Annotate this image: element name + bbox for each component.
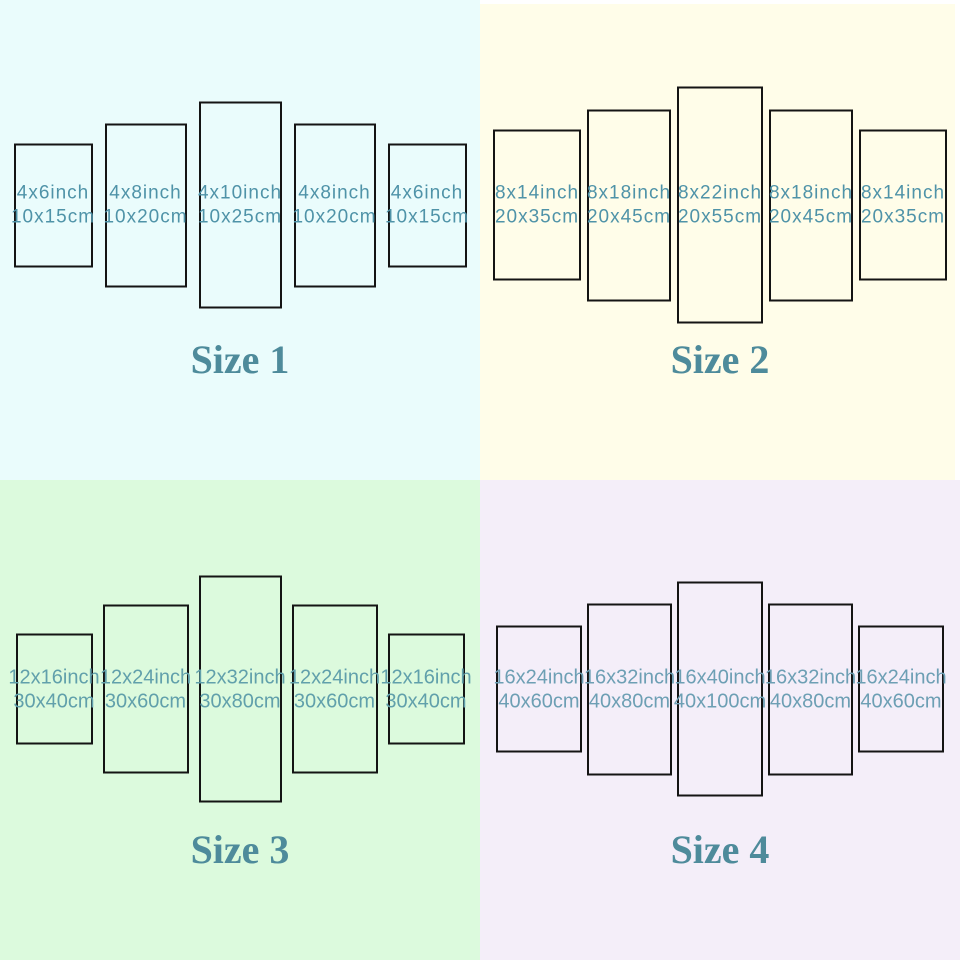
panel-dimension-cm: 10x20cm [103,206,188,227]
panel-dimension-inch: 4x6inch [16,182,90,203]
panel-dimension-cm: 10x25cm [197,206,283,227]
canvas-panel: 12x24inch 30x60cm [99,604,192,774]
panel-dimension-cm: 30x60cm [104,690,187,712]
panel-dimension-cm: 20x35cm [494,206,580,227]
panel-dimension-inch: 4x6inch [390,182,464,203]
size-label: Size 1 [190,337,290,382]
panel-dimension-inch: 16x40inch [674,666,766,688]
canvas-panel: 12x16inch 30x40cm [8,633,100,745]
canvas-panel: 8x18inch 20x45cm [587,109,671,301]
canvas-panel: 8x22inch 20x55cm [677,86,763,324]
panel-dimension-cm: 40x60cm [860,690,942,712]
panel-dimension-inch: 16x24inch [493,666,585,688]
panel-dimension-inch: 4x10inch [197,182,283,203]
panel-dimension-inch: 12x24inch [288,666,381,688]
panel-dimension-cm: 10x15cm [10,206,96,227]
panel-dimension-inch: 12x24inch [99,666,192,688]
canvas-panel: 16x32inch 40x80cm [583,603,676,775]
panel-dimension-inch: 8x18inch [586,182,672,203]
panel-dimension-inch: 8x18inch [768,182,854,203]
panel-row: 4x6inch 10x15cm 4x8inch 10x20cm 4x10inch… [0,101,480,309]
canvas-panel: 4x6inch 10x15cm [384,143,470,267]
panel-dimension-inch: 16x32inch [583,666,676,688]
canvas-panel: 4x8inch 10x20cm [292,123,377,287]
panel-dimension-cm: 20x45cm [586,206,672,227]
panel-dimension-inch: 4x8inch [109,182,182,203]
panel-dimension-cm: 40x80cm [769,690,852,712]
panel-row: 8x14inch 20x35cm 8x18inch 20x45cm 8x22in… [480,86,960,324]
size-chart-quadrant-1: 4x6inch 10x15cm 4x8inch 10x20cm 4x10inch… [0,0,480,480]
panel-dimension-inch: 12x16inch [8,666,100,688]
size-chart-quadrant-3: 12x16inch 30x40cm 12x24inch 30x60cm 12x3… [0,480,480,960]
panel-dimension-inch: 8x22inch [677,182,763,203]
canvas-panel: 8x14inch 20x35cm [859,129,947,281]
canvas-panel: 12x24inch 30x60cm [288,604,381,774]
panel-dimension-inch: 12x16inch [380,666,472,688]
panel-dimension-inch: 12x32inch [194,666,286,688]
canvas-panel: 16x40inch 40x100cm [673,581,767,797]
canvas-panel: 4x8inch 10x20cm [103,123,188,287]
panel-dimension-inch: 8x14inch [494,182,580,203]
panel-dimension-cm: 20x55cm [677,206,763,227]
canvas-panel: 8x14inch 20x35cm [493,129,581,281]
size-chart-quadrant-2: 8x14inch 20x35cm 8x18inch 20x45cm 8x22in… [480,0,960,480]
size-label: Size 3 [190,827,290,872]
canvas-panel: 16x24inch 40x60cm [855,625,947,753]
panel-dimension-inch: 16x24inch [855,666,947,688]
panel-dimension-cm: 10x15cm [384,206,470,227]
panel-dimension-cm: 20x35cm [860,206,946,227]
panel-dimension-cm: 40x60cm [498,690,580,712]
panel-dimension-inch: 4x8inch [298,182,371,203]
panel-dimension-cm: 30x40cm [13,690,95,712]
panel-dimension-cm: 30x40cm [385,690,467,712]
canvas-panel: 12x16inch 30x40cm [380,633,472,745]
panel-dimension-cm: 20x45cm [768,206,854,227]
panel-dimension-cm: 30x60cm [293,690,376,712]
size-label: Size 2 [670,337,770,382]
panel-dimension-inch: 8x14inch [860,182,946,203]
canvas-panel: 12x32inch 30x80cm [194,575,286,803]
panel-dimension-cm: 40x100cm [673,690,767,712]
canvas-panel: 16x32inch 40x80cm [764,603,857,775]
canvas-panel: 16x24inch 40x60cm [493,625,585,753]
size-label: Size 4 [670,827,770,872]
panel-row: 16x24inch 40x60cm 16x32inch 40x80cm 16x4… [480,581,960,797]
panel-dimension-cm: 40x80cm [588,690,671,712]
canvas-panel: 4x6inch 10x15cm [10,143,96,267]
canvas-panel: 8x18inch 20x45cm [769,109,853,301]
canvas-panel: 4x10inch 10x25cm [197,101,283,309]
size-chart-quadrant-4: 16x24inch 40x60cm 16x32inch 40x80cm 16x4… [480,480,960,960]
panel-dimension-cm: 30x80cm [199,690,281,712]
panel-dimension-inch: 16x32inch [764,666,857,688]
panel-row: 12x16inch 30x40cm 12x24inch 30x60cm 12x3… [0,575,480,803]
panel-dimension-cm: 10x20cm [292,206,377,227]
